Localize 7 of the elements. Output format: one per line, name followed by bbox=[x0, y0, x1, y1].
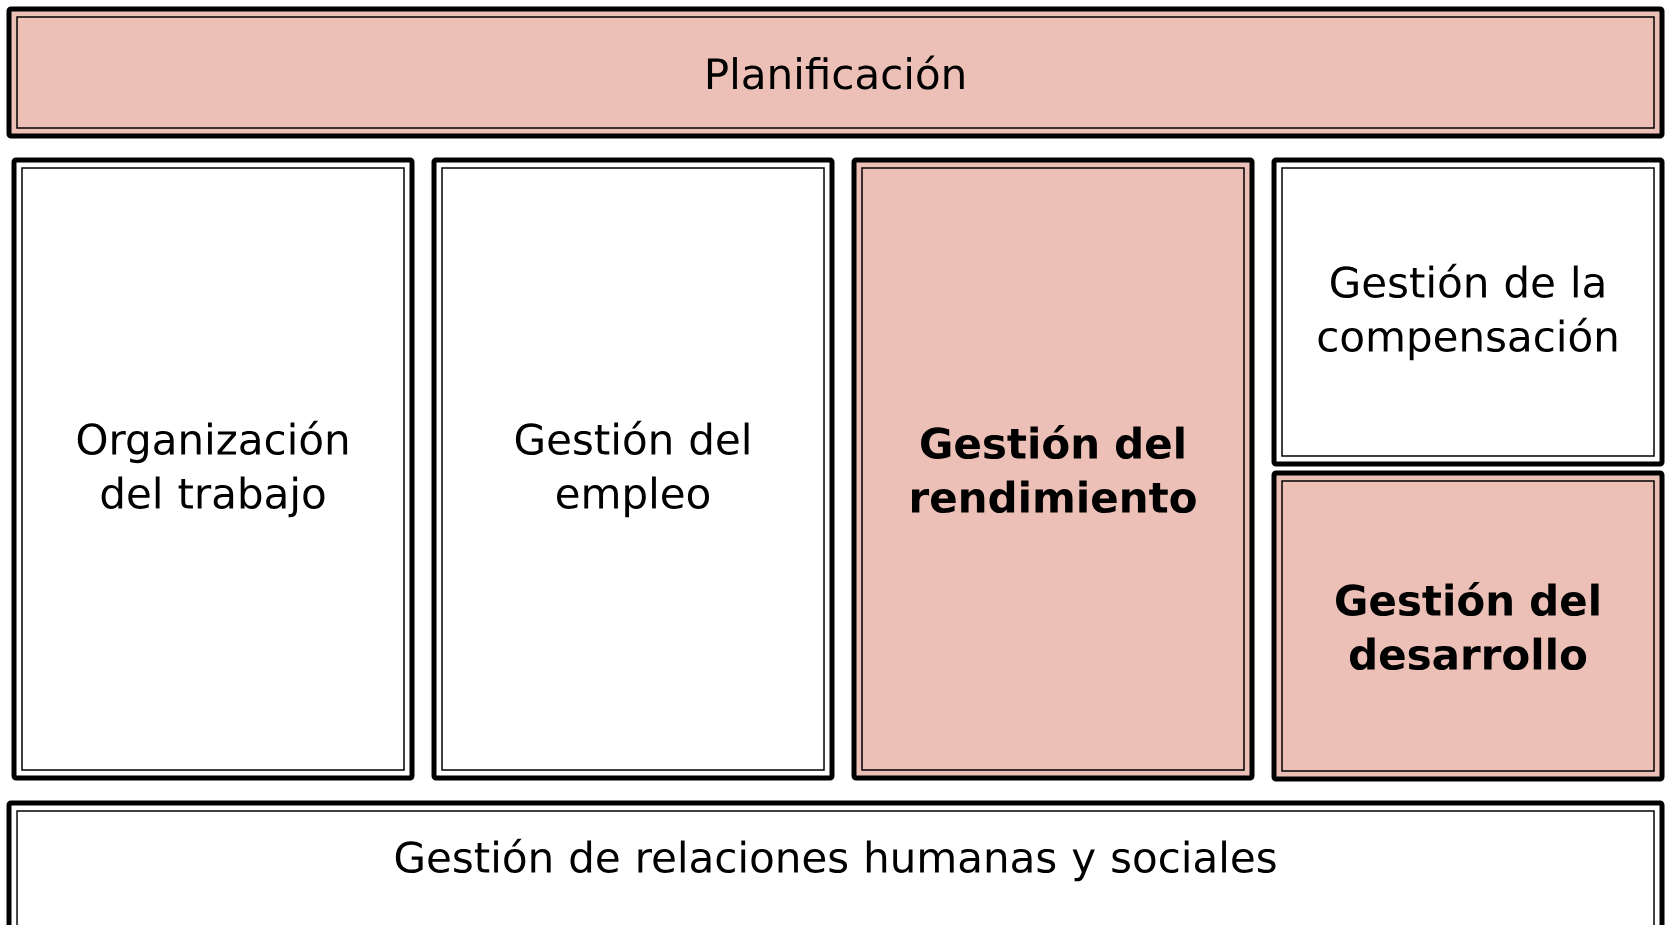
area-box: Gestión de la compensación bbox=[1271, 157, 1665, 467]
area-box: Gestión del empleo bbox=[431, 157, 835, 781]
area-box: Gestión de relaciones humanas y sociales bbox=[6, 800, 1665, 925]
area-box: Gestión del desarrollo bbox=[1271, 470, 1665, 782]
area-box: Gestión del rendimiento bbox=[851, 157, 1255, 781]
area-box: Planificación bbox=[6, 6, 1665, 139]
area-box: Organización del trabajo bbox=[11, 157, 415, 781]
